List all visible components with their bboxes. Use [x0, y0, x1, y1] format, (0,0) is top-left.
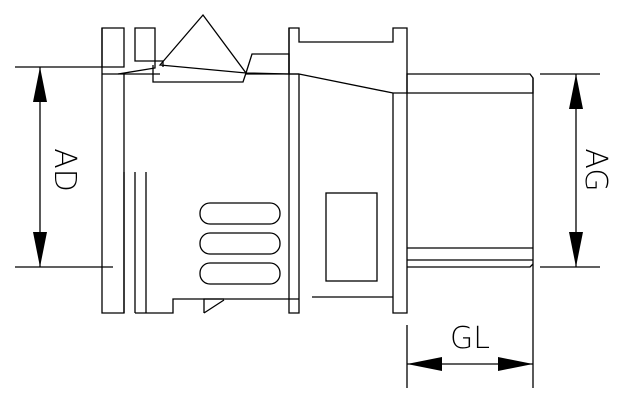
dimension-ag-label: AG — [578, 148, 613, 191]
window — [325, 192, 378, 282]
section-hatching — [101, 13, 534, 94]
dimension-ad-label: AD — [47, 148, 82, 192]
slot — [199, 202, 281, 225]
slot — [199, 232, 281, 255]
dimension-ag — [540, 73, 600, 268]
dimension-ad — [15, 66, 113, 268]
slot — [199, 262, 281, 285]
thread-section — [406, 73, 534, 94]
body-outline — [101, 28, 534, 388]
dimension-gl-label: GL — [450, 321, 490, 356]
sealing-claw — [158, 13, 248, 74]
dimension-gl — [406, 325, 533, 388]
body-section — [288, 27, 408, 94]
